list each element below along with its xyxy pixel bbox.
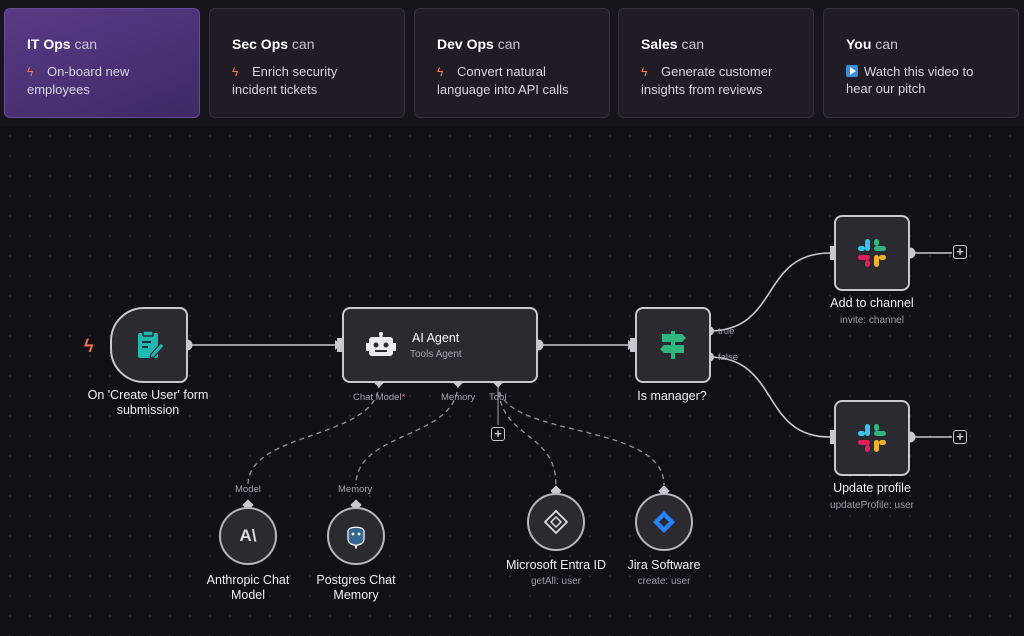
entra-label: Microsoft Entra ID — [505, 558, 607, 572]
slack-icon — [858, 424, 886, 452]
tab-title: Dev Ops — [437, 36, 494, 52]
entra-sublabel: getAll: user — [530, 576, 582, 587]
postgres-icon — [347, 526, 365, 549]
slack-update-profile-label: Update profile — [833, 481, 911, 495]
slack-icon — [858, 239, 886, 267]
postgres-label: Postgres Chat Memory — [316, 573, 396, 602]
port-tool: Tool — [489, 392, 507, 403]
tab-suffix: can — [681, 36, 705, 52]
port-model: Model — [235, 484, 261, 495]
connection-false-branch — [708, 356, 831, 438]
form-icon — [138, 330, 165, 359]
signpost-icon — [660, 331, 686, 359]
trigger-label: On 'Create User' form submission — [87, 388, 209, 417]
true-branch-label: true — [718, 326, 735, 337]
connection-memory — [355, 382, 459, 486]
port-memory-sub: Memory — [338, 484, 373, 495]
tab-description: Enrich security incident tickets — [232, 64, 338, 97]
tab-suffix: can — [74, 36, 98, 52]
bolt-icon: ϟ — [232, 65, 239, 79]
robot-icon — [366, 332, 396, 356]
switch-node[interactable] — [635, 307, 711, 383]
anthropic-label: Anthropic Chat Model — [206, 573, 290, 602]
bolt-icon: ϟ — [27, 65, 34, 79]
entra-node[interactable] — [527, 493, 585, 551]
bolt-icon: ϟ — [641, 65, 648, 79]
bolt-icon: ϟ — [437, 65, 444, 79]
connection-true-branch — [708, 252, 831, 332]
entra-icon — [543, 509, 569, 535]
port-chat-model: Chat Model* — [353, 392, 406, 403]
connection-tool-entra — [497, 382, 557, 486]
anthropic-icon: A\ — [239, 526, 257, 545]
tab-suffix: can — [291, 36, 315, 52]
slack-add-channel-sublabel: invite: channel — [840, 315, 904, 326]
tab-title: Sec Ops — [232, 36, 289, 52]
tab-description: Convert natural language into API calls — [437, 64, 569, 97]
required-marker: * — [401, 392, 406, 403]
slack-update-profile-sublabel: updateProfile: user — [830, 500, 914, 511]
postgres-node[interactable] — [327, 507, 385, 565]
tab-title: You — [846, 36, 872, 52]
anthropic-node[interactable]: A\ — [219, 507, 277, 565]
tab-suffix: can — [497, 36, 521, 52]
ai-agent-node[interactable]: AI Agent Tools Agent — [342, 307, 538, 383]
tab-description: On-board new employees — [27, 64, 130, 97]
false-branch-label: false — [718, 352, 739, 363]
tab-suffix: can — [875, 36, 898, 52]
jira-icon — [653, 511, 675, 533]
add-tool-button[interactable]: + — [491, 427, 505, 441]
tab-description: Watch this video to hear our pitch — [846, 64, 974, 96]
tab-title: Sales — [641, 36, 678, 52]
jira-node[interactable] — [635, 493, 693, 551]
jira-sublabel: create: user — [637, 576, 691, 587]
tab-you[interactable]: You can Watch this video to hear our pit… — [823, 8, 1019, 118]
jira-label: Jira Software — [627, 558, 701, 572]
play-icon — [846, 65, 858, 77]
connection-model — [247, 382, 380, 486]
add-node-button[interactable]: + — [953, 245, 967, 259]
agent-subtitle: Tools Agent — [410, 349, 462, 360]
add-node-button[interactable]: + — [953, 430, 967, 444]
slack-add-channel-node[interactable] — [834, 215, 910, 291]
agent-title: AI Agent — [412, 331, 460, 345]
tab-title: IT Ops — [27, 36, 71, 52]
trigger-node[interactable] — [110, 307, 188, 383]
slack-update-profile-node[interactable] — [834, 400, 910, 476]
trigger-bolt-icon: ϟ — [84, 336, 94, 356]
port-memory: Memory — [441, 392, 476, 403]
connection-tool-jira — [497, 382, 665, 486]
switch-label: Is manager? — [637, 389, 707, 403]
tab-description: Generate customer insights from reviews — [641, 64, 773, 97]
slack-add-channel-label: Add to channel — [830, 296, 914, 310]
